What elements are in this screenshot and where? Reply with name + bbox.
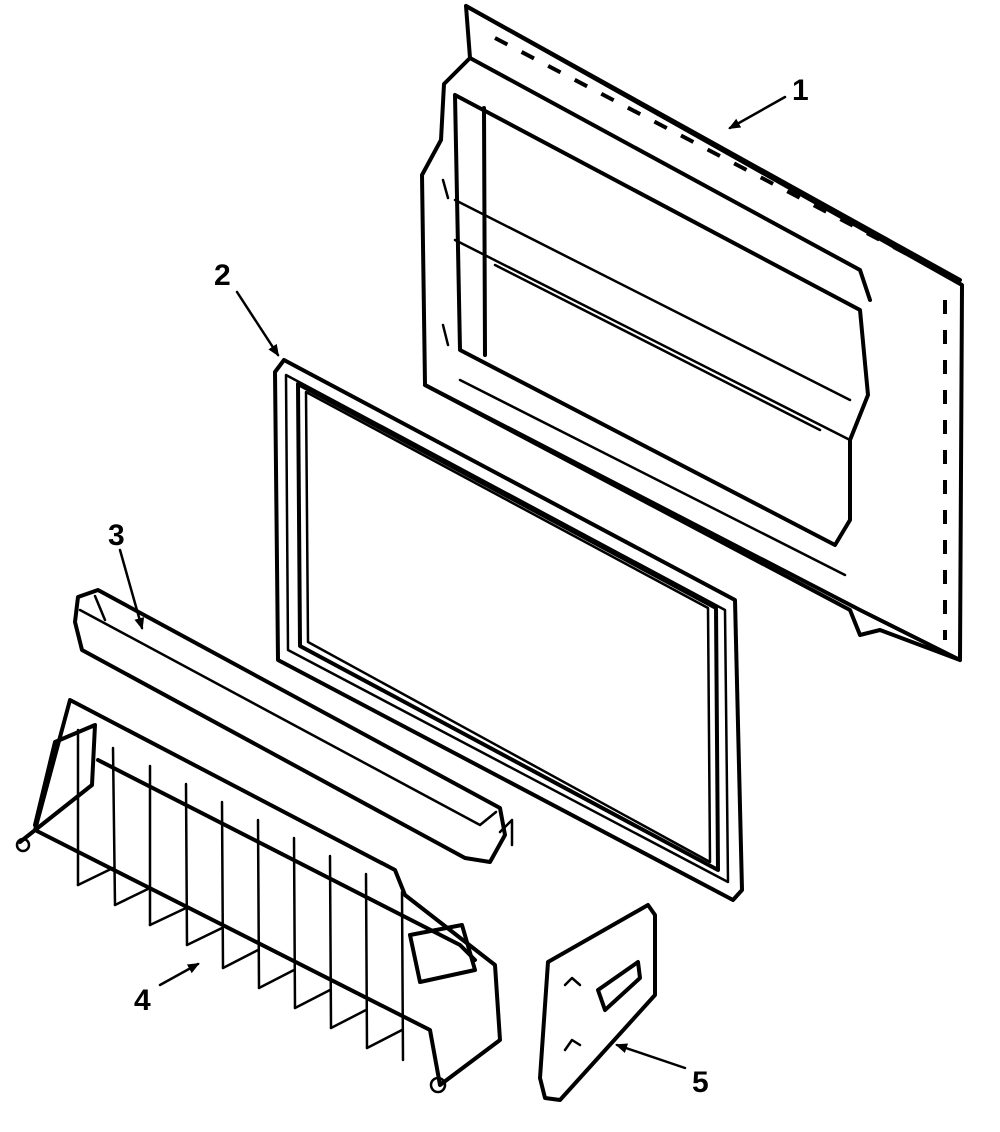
callout-4-label: 4	[134, 984, 151, 1017]
callout-4-arrow	[158, 962, 200, 987]
callout-2-arrow	[235, 290, 280, 357]
callout-3-arrow	[118, 548, 145, 630]
callout-1-label: 1	[792, 74, 809, 107]
door-handle-bracket-part	[538, 903, 657, 1102]
wire-basket-part	[15, 698, 502, 1094]
callout-5-label: 5	[692, 1066, 709, 1099]
callout-arrows	[118, 95, 787, 1070]
door-shelf-bar-part	[73, 588, 514, 864]
door-liner-part	[420, 4, 964, 662]
callout-1-arrow	[728, 95, 787, 130]
door-gasket-part	[273, 358, 744, 902]
callout-5-arrow	[615, 1043, 687, 1070]
callout-3-label: 3	[108, 519, 125, 552]
callout-2-label: 2	[214, 259, 231, 292]
